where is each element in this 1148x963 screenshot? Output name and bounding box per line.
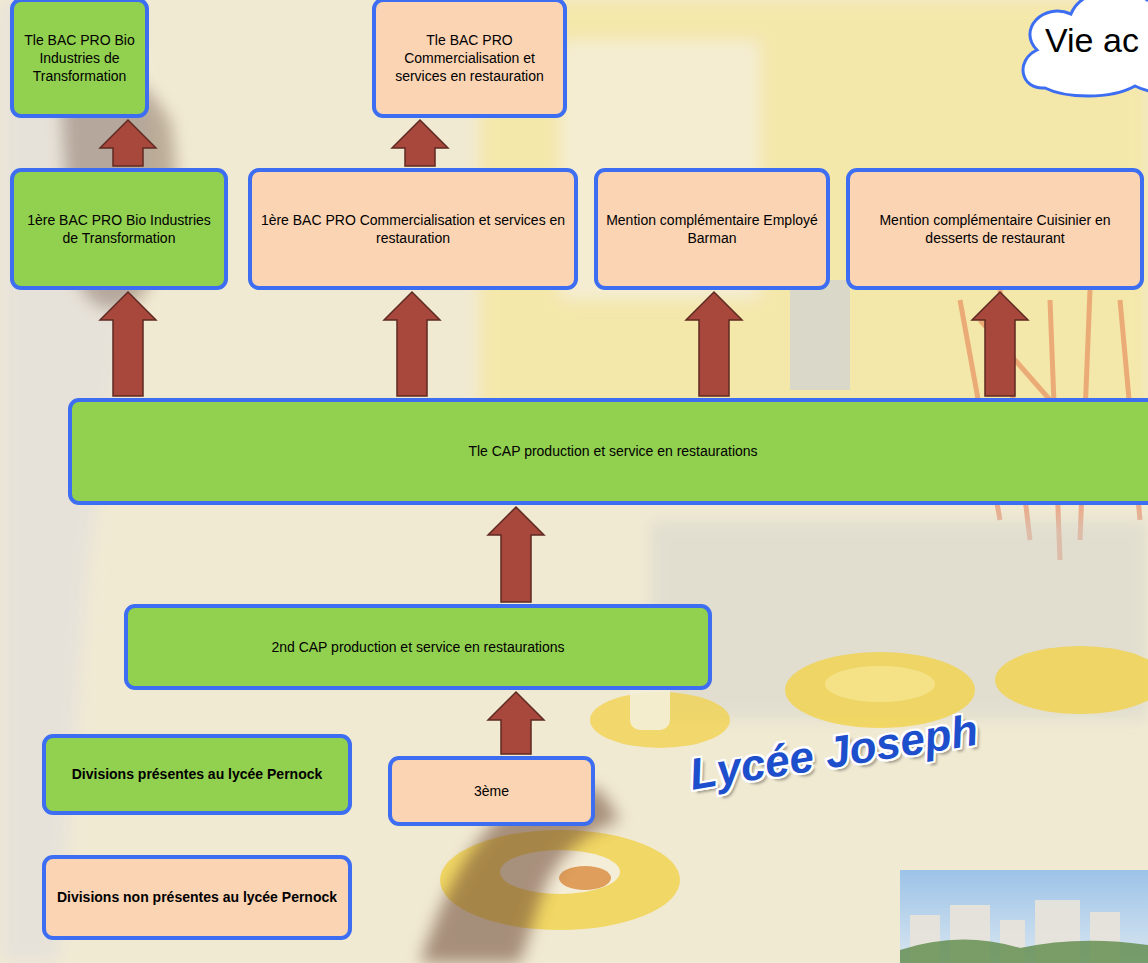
division-name: Tle BAC PRO Bio Industries de Transforma… [22,31,137,86]
division-name: Tle BAC PRO Commercialisation et service… [384,31,555,86]
block-arrow [100,292,156,396]
block-arrow [972,292,1028,396]
division-name: Mention complémentaire Cuisinier en dess… [858,211,1132,247]
division-name: 3ème [474,782,509,800]
legend-swatch: Divisions présentes au lycée Pernock [42,734,352,815]
division-box: Mention complémentaire Cuisinier en dess… [846,168,1144,290]
division-box: 1ère BAC PRO Bio Industries de Transform… [10,168,228,290]
block-arrow [686,292,742,396]
thought-cloud: Vie ac [1015,0,1148,93]
block-arrow [488,507,544,602]
legend-swatch: Divisions non présentes au lycée Pernock [42,855,352,940]
division-box: 3ème [388,756,595,826]
division-name: Mention complémentaire Employé Barman [606,211,818,247]
school-name: Lycée Joseph [686,705,981,800]
division-box: Tle BAC PRO Commercialisation et service… [372,0,567,118]
legend-text: Divisions non présentes au lycée Pernock [57,888,337,906]
legend-text: Divisions présentes au lycée Pernock [72,765,323,783]
division-band: Tle CAP production et service en restaur… [68,398,1148,505]
division-box: 1ère BAC PRO Commercialisation et servic… [248,168,578,290]
division-box: 2nd CAP production et service en restaur… [124,604,712,690]
division-box: Mention complémentaire Employé Barman [594,168,830,290]
cloud-text: Vie ac [1045,22,1139,59]
block-arrow [384,292,440,396]
division-box: Tle BAC PRO Bio Industries de Transforma… [10,0,149,118]
division-name: 1ère BAC PRO Bio Industries de Transform… [22,211,216,247]
block-arrow [488,692,544,754]
division-name: 2nd CAP production et service en restaur… [271,638,564,656]
division-name: 1ère BAC PRO Commercialisation et servic… [260,211,566,247]
block-arrow [100,120,156,166]
division-name: Tle CAP production et service en restaur… [468,442,757,460]
block-arrow [392,120,448,166]
